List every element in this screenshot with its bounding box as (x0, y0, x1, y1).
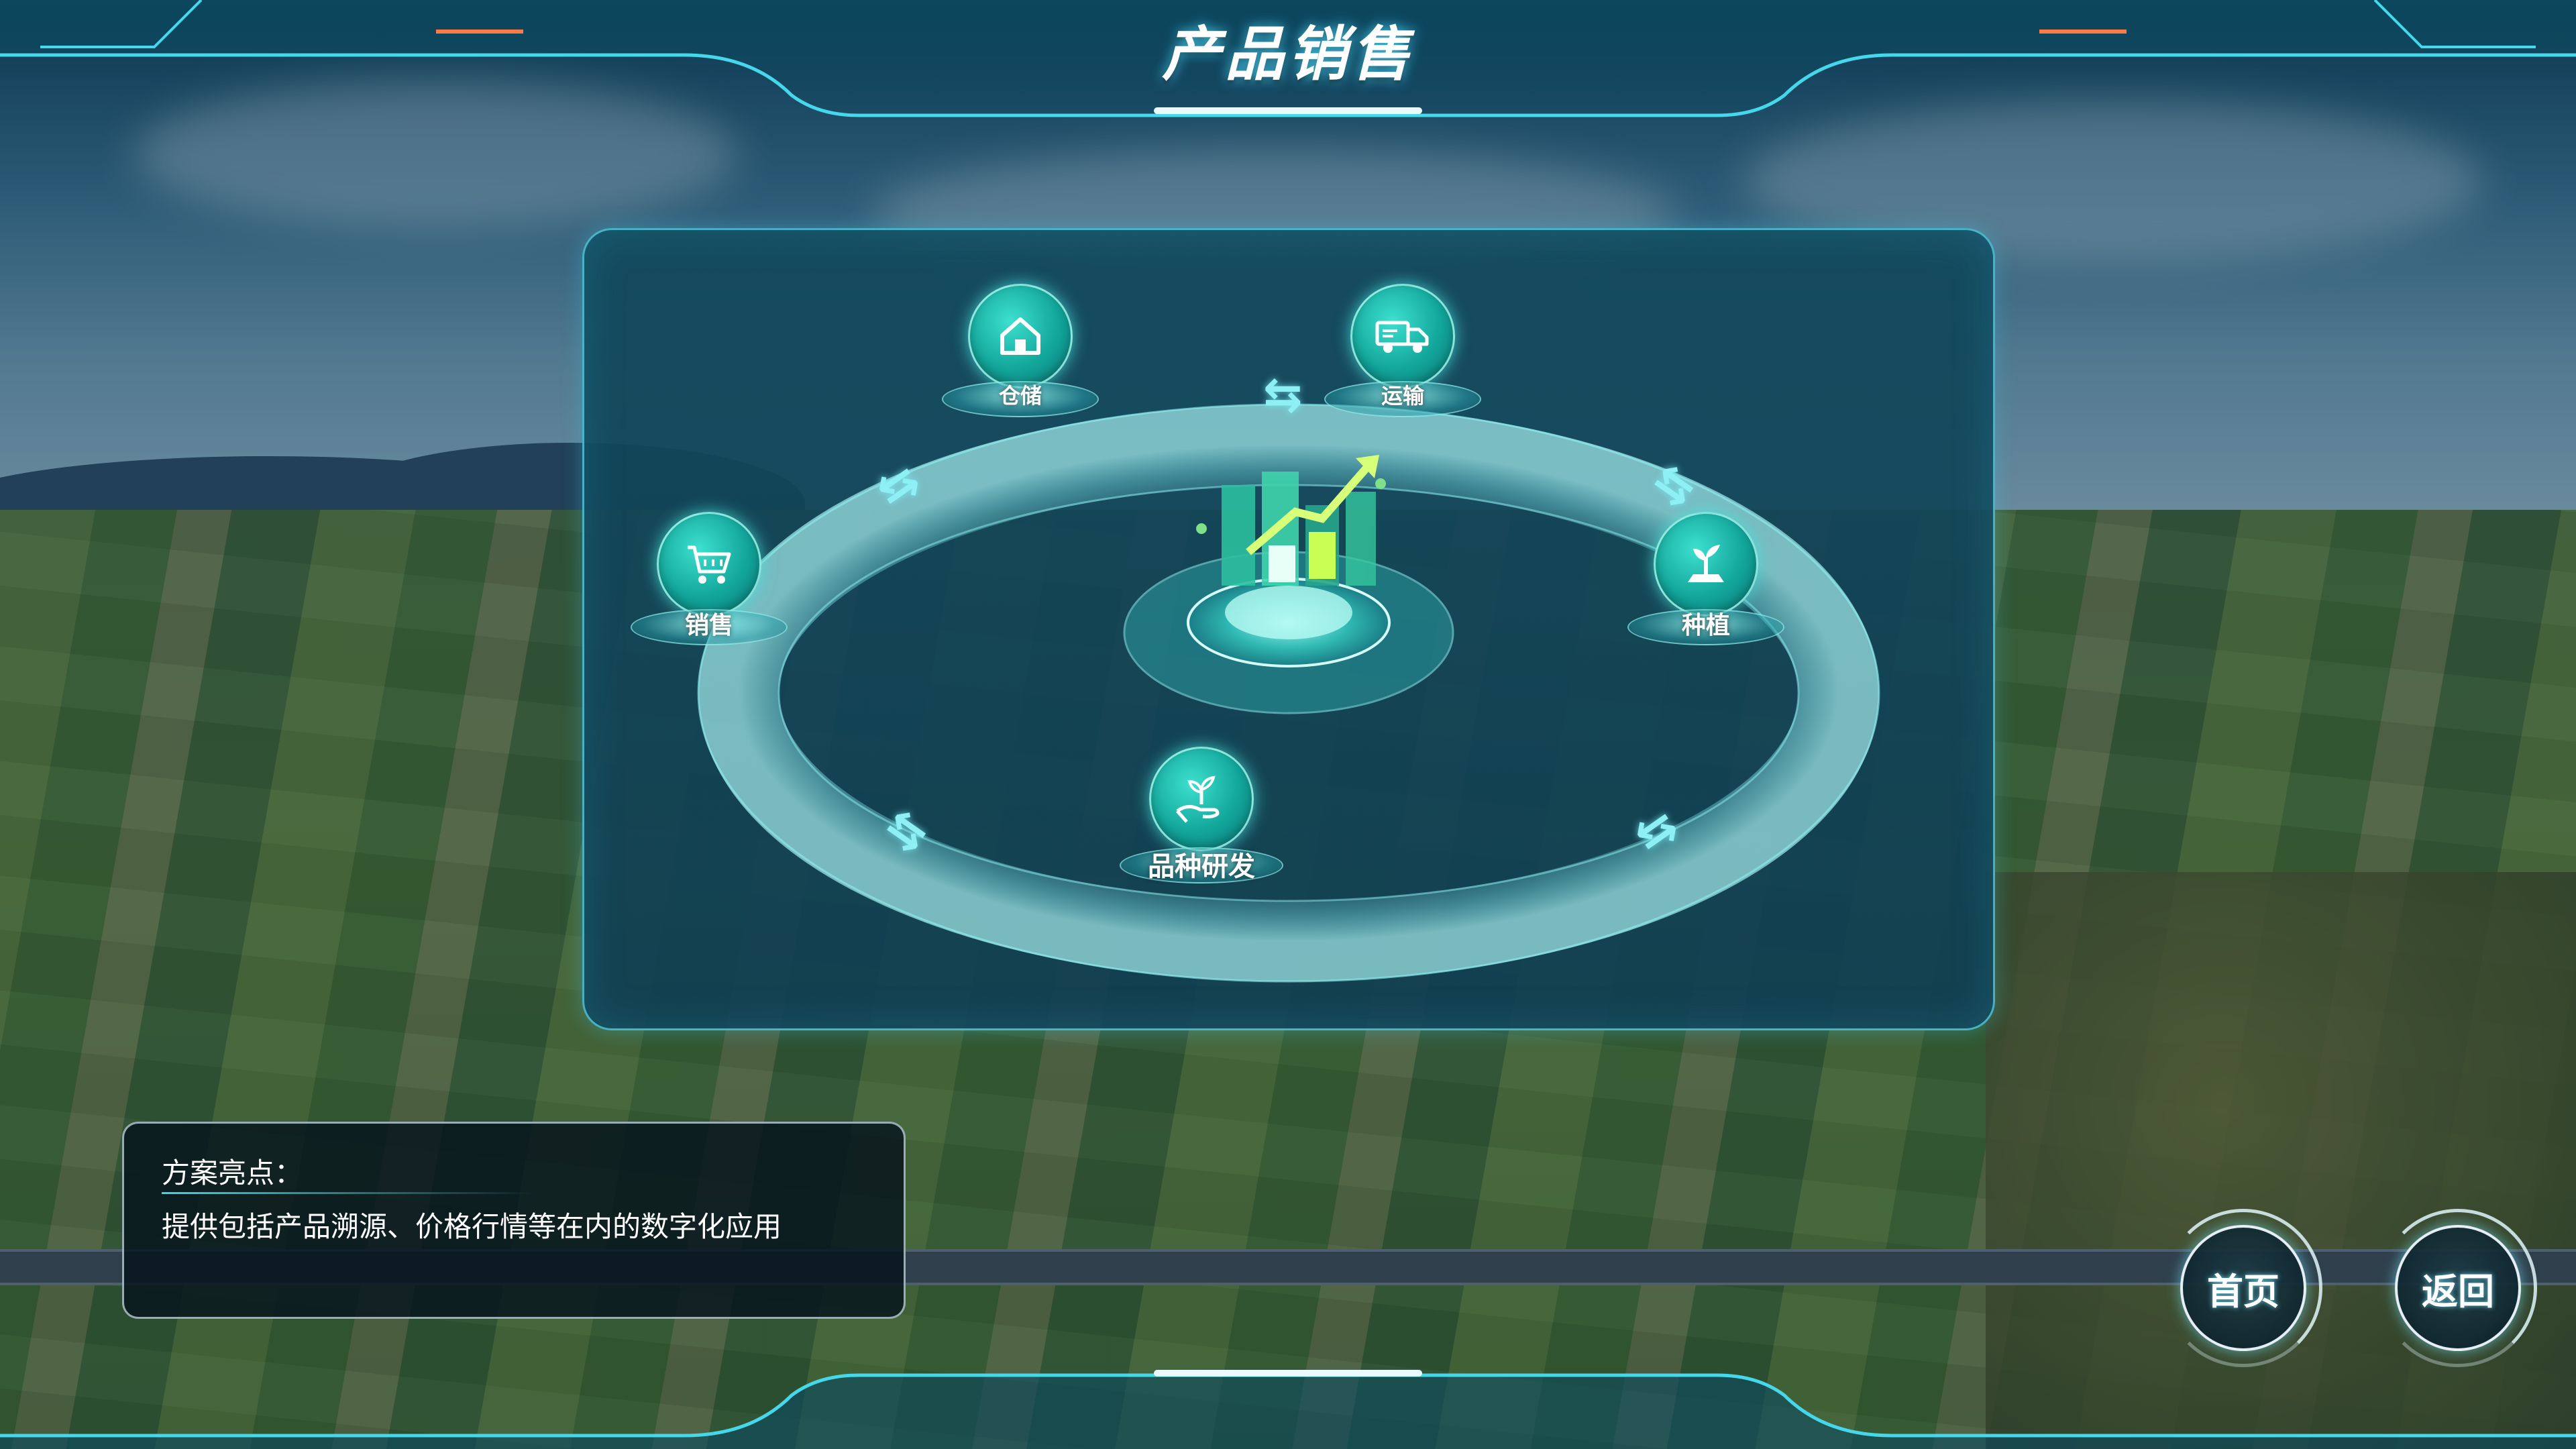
plant-icon (1654, 512, 1758, 616)
header-frame (0, 0, 2576, 117)
truck-icon (1350, 284, 1455, 388)
home-button-label: 首页 (2207, 1270, 2279, 1313)
node-label-sales: 销售 (684, 612, 733, 639)
node-label-planting: 种植 (1681, 612, 1730, 639)
node-sales[interactable]: 销售 (622, 512, 796, 686)
seedling-hand-icon (1149, 747, 1254, 851)
node-breeding[interactable]: 品种研发 (1114, 747, 1289, 921)
node-label-transport: 运输 (1381, 383, 1424, 409)
back-button[interactable]: 返回 (2379, 1209, 2537, 1367)
node-transport[interactable]: 运输 (1316, 284, 1490, 458)
node-label-breeding: 品种研发 (1148, 851, 1255, 882)
solution-highlight-box: 方案亮点： 提供包括产品溯源、价格行情等在内的数字化应用 (122, 1122, 906, 1319)
highlight-title: 方案亮点： (162, 1157, 303, 1189)
cycle-ring (697, 403, 1880, 983)
swap-arrows-icon: ⇆ (1263, 367, 1303, 422)
home-button[interactable]: 首页 (2164, 1209, 2322, 1367)
warehouse-icon (968, 284, 1073, 388)
footer-frame (0, 1368, 2576, 1449)
growth-chart-icon (1196, 455, 1386, 586)
cart-icon (657, 512, 761, 616)
highlight-text: 提供包括产品溯源、价格行情等在内的数字化应用 (162, 1210, 782, 1243)
header: 产品销售 (0, 0, 2576, 134)
node-storage[interactable]: 仓储 (933, 284, 1108, 458)
node-planting[interactable]: 种植 (1619, 512, 1793, 686)
highlight-divider (162, 1192, 537, 1194)
diagram-panel: 仓储 运输 种植 (582, 228, 1995, 1030)
back-button-label: 返回 (2422, 1270, 2494, 1313)
node-label-storage: 仓储 (998, 383, 1042, 409)
page-title: 产品销售 (1161, 19, 1414, 89)
cloud (134, 80, 738, 228)
